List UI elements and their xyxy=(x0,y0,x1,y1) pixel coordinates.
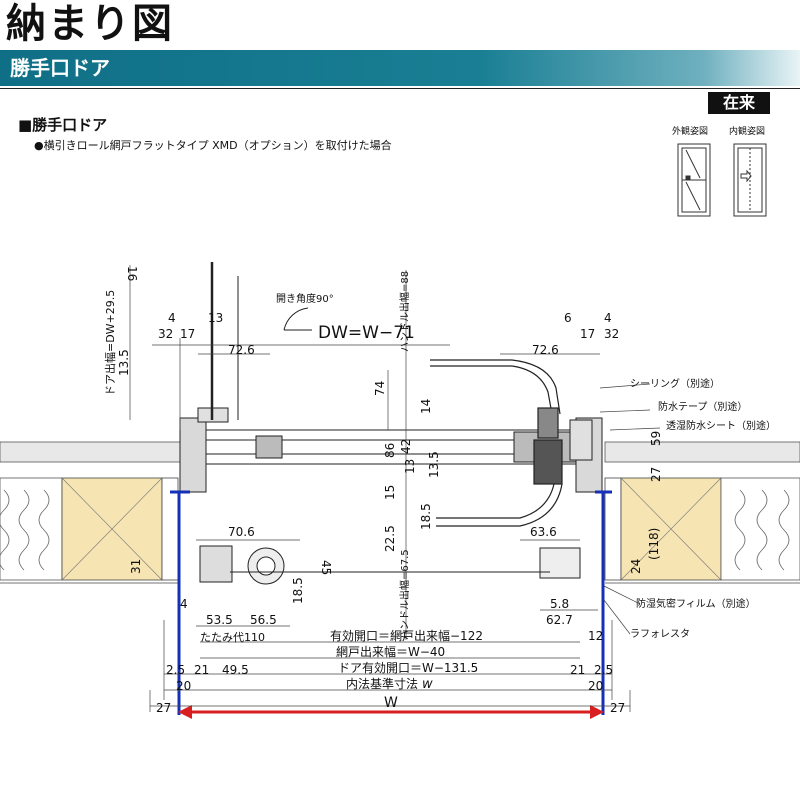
dim-14: 14 xyxy=(419,399,433,414)
dim-24: 24 xyxy=(629,559,643,574)
sealing-label: シーリング（別途） xyxy=(630,377,720,390)
film-label: 防湿気密フィルム（別途） xyxy=(636,597,756,610)
dim-53-5: 53.5 xyxy=(206,613,233,627)
dim-6: 6 xyxy=(564,311,572,325)
inner-view-icon xyxy=(733,143,767,217)
dimension-lines xyxy=(129,265,661,712)
dim-18-5b: 18.5 xyxy=(291,577,305,604)
category-band: 勝手口ドア xyxy=(0,50,800,86)
dim-118: (118) xyxy=(647,528,661,560)
lath-label: ラフォレスタ xyxy=(630,628,690,640)
dim-27b: 27 xyxy=(610,701,625,715)
dw-label: DW=W−71 xyxy=(318,323,415,343)
inner-view-caption: 内観姿図 xyxy=(729,127,766,137)
dim-63-6: 63.6 xyxy=(530,525,557,539)
dim-70-6: 70.6 xyxy=(228,525,255,539)
dim-15: 15 xyxy=(383,485,397,500)
dim-27r: 27 xyxy=(649,467,663,482)
drawing-labels: 開き角度90° DW=W−71 ドア出幅=DW+29.5 ハンドル出幅=88 ハ… xyxy=(103,266,776,715)
dim-45: 45 xyxy=(319,560,333,575)
dim-49-5: 49.5 xyxy=(222,663,249,677)
section-note: ●横引きロール網戸フラットタイプ XMD（オプション）を取付けた場合 xyxy=(34,139,392,152)
dim-42: 42 xyxy=(399,439,413,454)
section-heading: ■勝手口ドア xyxy=(18,116,108,134)
dim-56-5: 56.5 xyxy=(250,613,277,627)
dim-5-8: 5.8 xyxy=(550,597,569,611)
dim-72b: 72.6 xyxy=(532,343,559,357)
header-rule xyxy=(0,88,800,89)
tatami-label: たたみ代110 xyxy=(200,631,265,644)
outer-view-caption: 外観姿図 xyxy=(672,127,709,137)
wall-right xyxy=(604,441,800,584)
category-band-title: 勝手口ドア xyxy=(10,56,110,80)
dim-32a: 32 xyxy=(158,327,173,341)
dim-13b: 13 xyxy=(403,459,417,474)
dim-2-5a: 2.5 xyxy=(166,663,185,677)
handle-width-88-label: ハンドル出幅=88 xyxy=(398,271,411,352)
swing-angle-mark xyxy=(210,262,312,420)
dim-31: 31 xyxy=(129,559,143,574)
dim-22-5: 22.5 xyxy=(383,525,397,552)
dim-16: 16 xyxy=(125,266,139,281)
tape-label: 防水テープ（別途） xyxy=(658,400,747,413)
door-width-label: ドア出幅=DW+29.5 xyxy=(103,290,117,396)
page-title: 納まり図 xyxy=(6,1,174,47)
dim-4a: 4 xyxy=(168,311,176,325)
dim-27a: 27 xyxy=(156,701,171,715)
angle-label: 開き角度90° xyxy=(276,292,334,305)
eff-open-label: 有効開口＝網戸出来幅−122 xyxy=(330,628,483,643)
wall-left xyxy=(0,441,181,584)
big-w-label: W xyxy=(384,695,398,711)
dim-74: 74 xyxy=(373,381,387,396)
sheet-label: 透湿防水シート（別途） xyxy=(666,419,776,432)
dim-20b: 20 xyxy=(588,679,603,693)
handle-width-67-label: ハンドル出幅=67.5 xyxy=(398,549,411,640)
door-handle xyxy=(430,359,563,527)
dim-13-5b: 13.5 xyxy=(427,451,441,478)
dim-12: 12 xyxy=(588,629,603,643)
dim-18-5a: 18.5 xyxy=(419,503,433,530)
screen-width-label: 網戸出来幅＝W−40 xyxy=(336,644,445,659)
dim-17b: 17 xyxy=(580,327,595,341)
inner-std-label: 内法基準寸法 xyxy=(346,676,418,691)
dim-17a: 17 xyxy=(180,327,195,341)
dim-72a: 72.6 xyxy=(228,343,255,357)
dim-32b: 32 xyxy=(604,327,619,341)
construction-badge: 在来 xyxy=(708,92,770,114)
door-eff-label: ドア有効開口＝W−131.5 xyxy=(338,660,478,675)
dim-4c: 4 xyxy=(180,597,188,611)
dim-21b: 21 xyxy=(570,663,585,677)
door-frame xyxy=(179,407,603,585)
dim-13-5a: 13.5 xyxy=(117,349,131,376)
dim-20a: 20 xyxy=(176,679,191,693)
dim-2-5b: 2.5 xyxy=(594,663,613,677)
reference-lines xyxy=(170,490,612,719)
dim-4b: 4 xyxy=(604,311,612,325)
dim-86: 86 xyxy=(383,443,397,458)
inner-w-label: w xyxy=(422,677,433,692)
dim-62-7: 62.7 xyxy=(546,613,573,627)
outer-view-icon xyxy=(677,143,711,217)
dim-59: 59 xyxy=(649,431,663,446)
dim-13: 13 xyxy=(208,311,223,325)
dim-21a: 21 xyxy=(194,663,209,677)
